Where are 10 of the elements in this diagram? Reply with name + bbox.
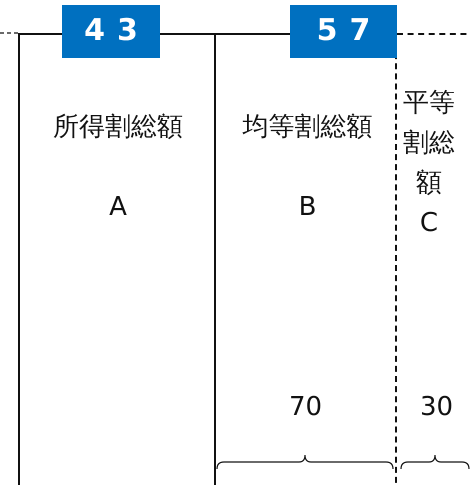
column-letter: C: [418, 207, 440, 240]
share-value: 70: [289, 392, 322, 422]
column-heading: 均等割総額: [242, 111, 374, 144]
share-value: 30: [420, 392, 454, 422]
number-badge: 43: [62, 5, 160, 58]
column-letter: A: [108, 191, 128, 224]
column-heading: 所得割総額: [52, 111, 184, 144]
column-heading: 平等割総額: [402, 87, 456, 200]
number-badge: 57: [290, 5, 397, 58]
column-letter: B: [298, 191, 318, 224]
